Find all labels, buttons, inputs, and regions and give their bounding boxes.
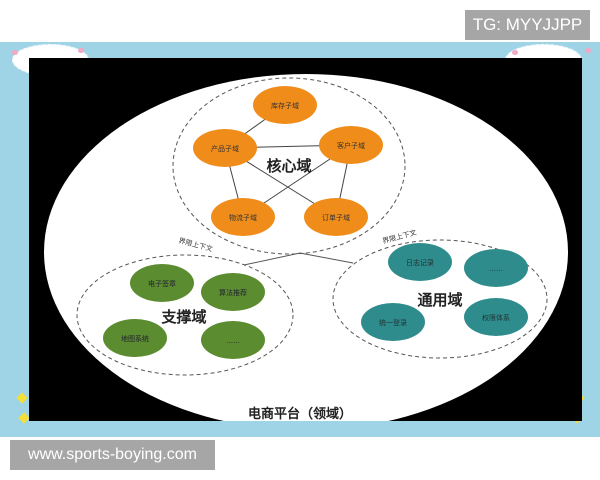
generic-domain-boundary: [332, 239, 548, 359]
support-node: 地图系统: [103, 319, 167, 357]
generic-node: 统一登录: [361, 303, 425, 341]
core-domain-label: 核心域: [266, 157, 311, 175]
heart-decoration: [512, 50, 518, 55]
svg-text:订单子域: 订单子域: [322, 213, 350, 222]
support-domain-boundary: [76, 254, 294, 376]
core-domain-boundary: [172, 77, 406, 255]
svg-text:电子签章: 电子签章: [148, 279, 176, 288]
platform-title: 电商平台（领域）: [248, 406, 352, 421]
star-decoration: [18, 412, 30, 424]
support-node: ……: [201, 321, 265, 359]
heart-decoration: [12, 50, 18, 55]
core-node: 物流子域: [211, 198, 275, 236]
support-node: 算法推荐: [201, 273, 265, 311]
context-link-line: [299, 252, 354, 264]
support-domain-label: 支撑域: [160, 308, 206, 326]
support-node: 电子签章: [130, 264, 194, 302]
platform-ellipse: [44, 74, 568, 421]
heart-decoration: [585, 48, 591, 53]
context-link-line: [243, 252, 301, 266]
svg-text:库存子域: 库存子域: [271, 101, 299, 110]
watermark-url-badge: www.sports-boying.com: [10, 440, 215, 470]
svg-text:……: ……: [226, 337, 240, 345]
generic-node: ……: [464, 249, 528, 287]
generic-domain-label: 通用域: [417, 291, 462, 309]
domain-diagram: 库存子域 产品子域 客户子域 物流子域 订单子域 核心域 电子签章 算法推荐: [44, 74, 568, 421]
svg-text:……: ……: [489, 265, 503, 273]
core-node: 产品子域: [193, 129, 257, 167]
watermark-tg-badge: TG: MYYJJPP: [465, 10, 590, 40]
diagram-frame: 库存子域 产品子域 客户子域 物流子域 订单子域 核心域 电子签章 算法推荐: [29, 58, 582, 421]
core-node: 库存子域: [253, 86, 317, 124]
svg-text:日志记录: 日志记录: [406, 258, 434, 267]
svg-text:权限体系: 权限体系: [482, 313, 510, 322]
svg-text:客户子域: 客户子域: [337, 141, 365, 150]
heart-decoration: [78, 48, 84, 53]
generic-node: 日志记录: [388, 243, 452, 281]
svg-text:算法推荐: 算法推荐: [219, 288, 247, 297]
core-node: 订单子域: [304, 198, 368, 236]
svg-text:地图系统: 地图系统: [121, 334, 149, 343]
core-node: 客户子域: [319, 126, 383, 164]
svg-text:产品子域: 产品子域: [211, 144, 239, 153]
svg-text:物流子域: 物流子域: [229, 213, 257, 222]
generic-node: 权限体系: [464, 298, 528, 336]
svg-text:统一登录: 统一登录: [379, 318, 407, 327]
star-decoration: [16, 392, 28, 404]
